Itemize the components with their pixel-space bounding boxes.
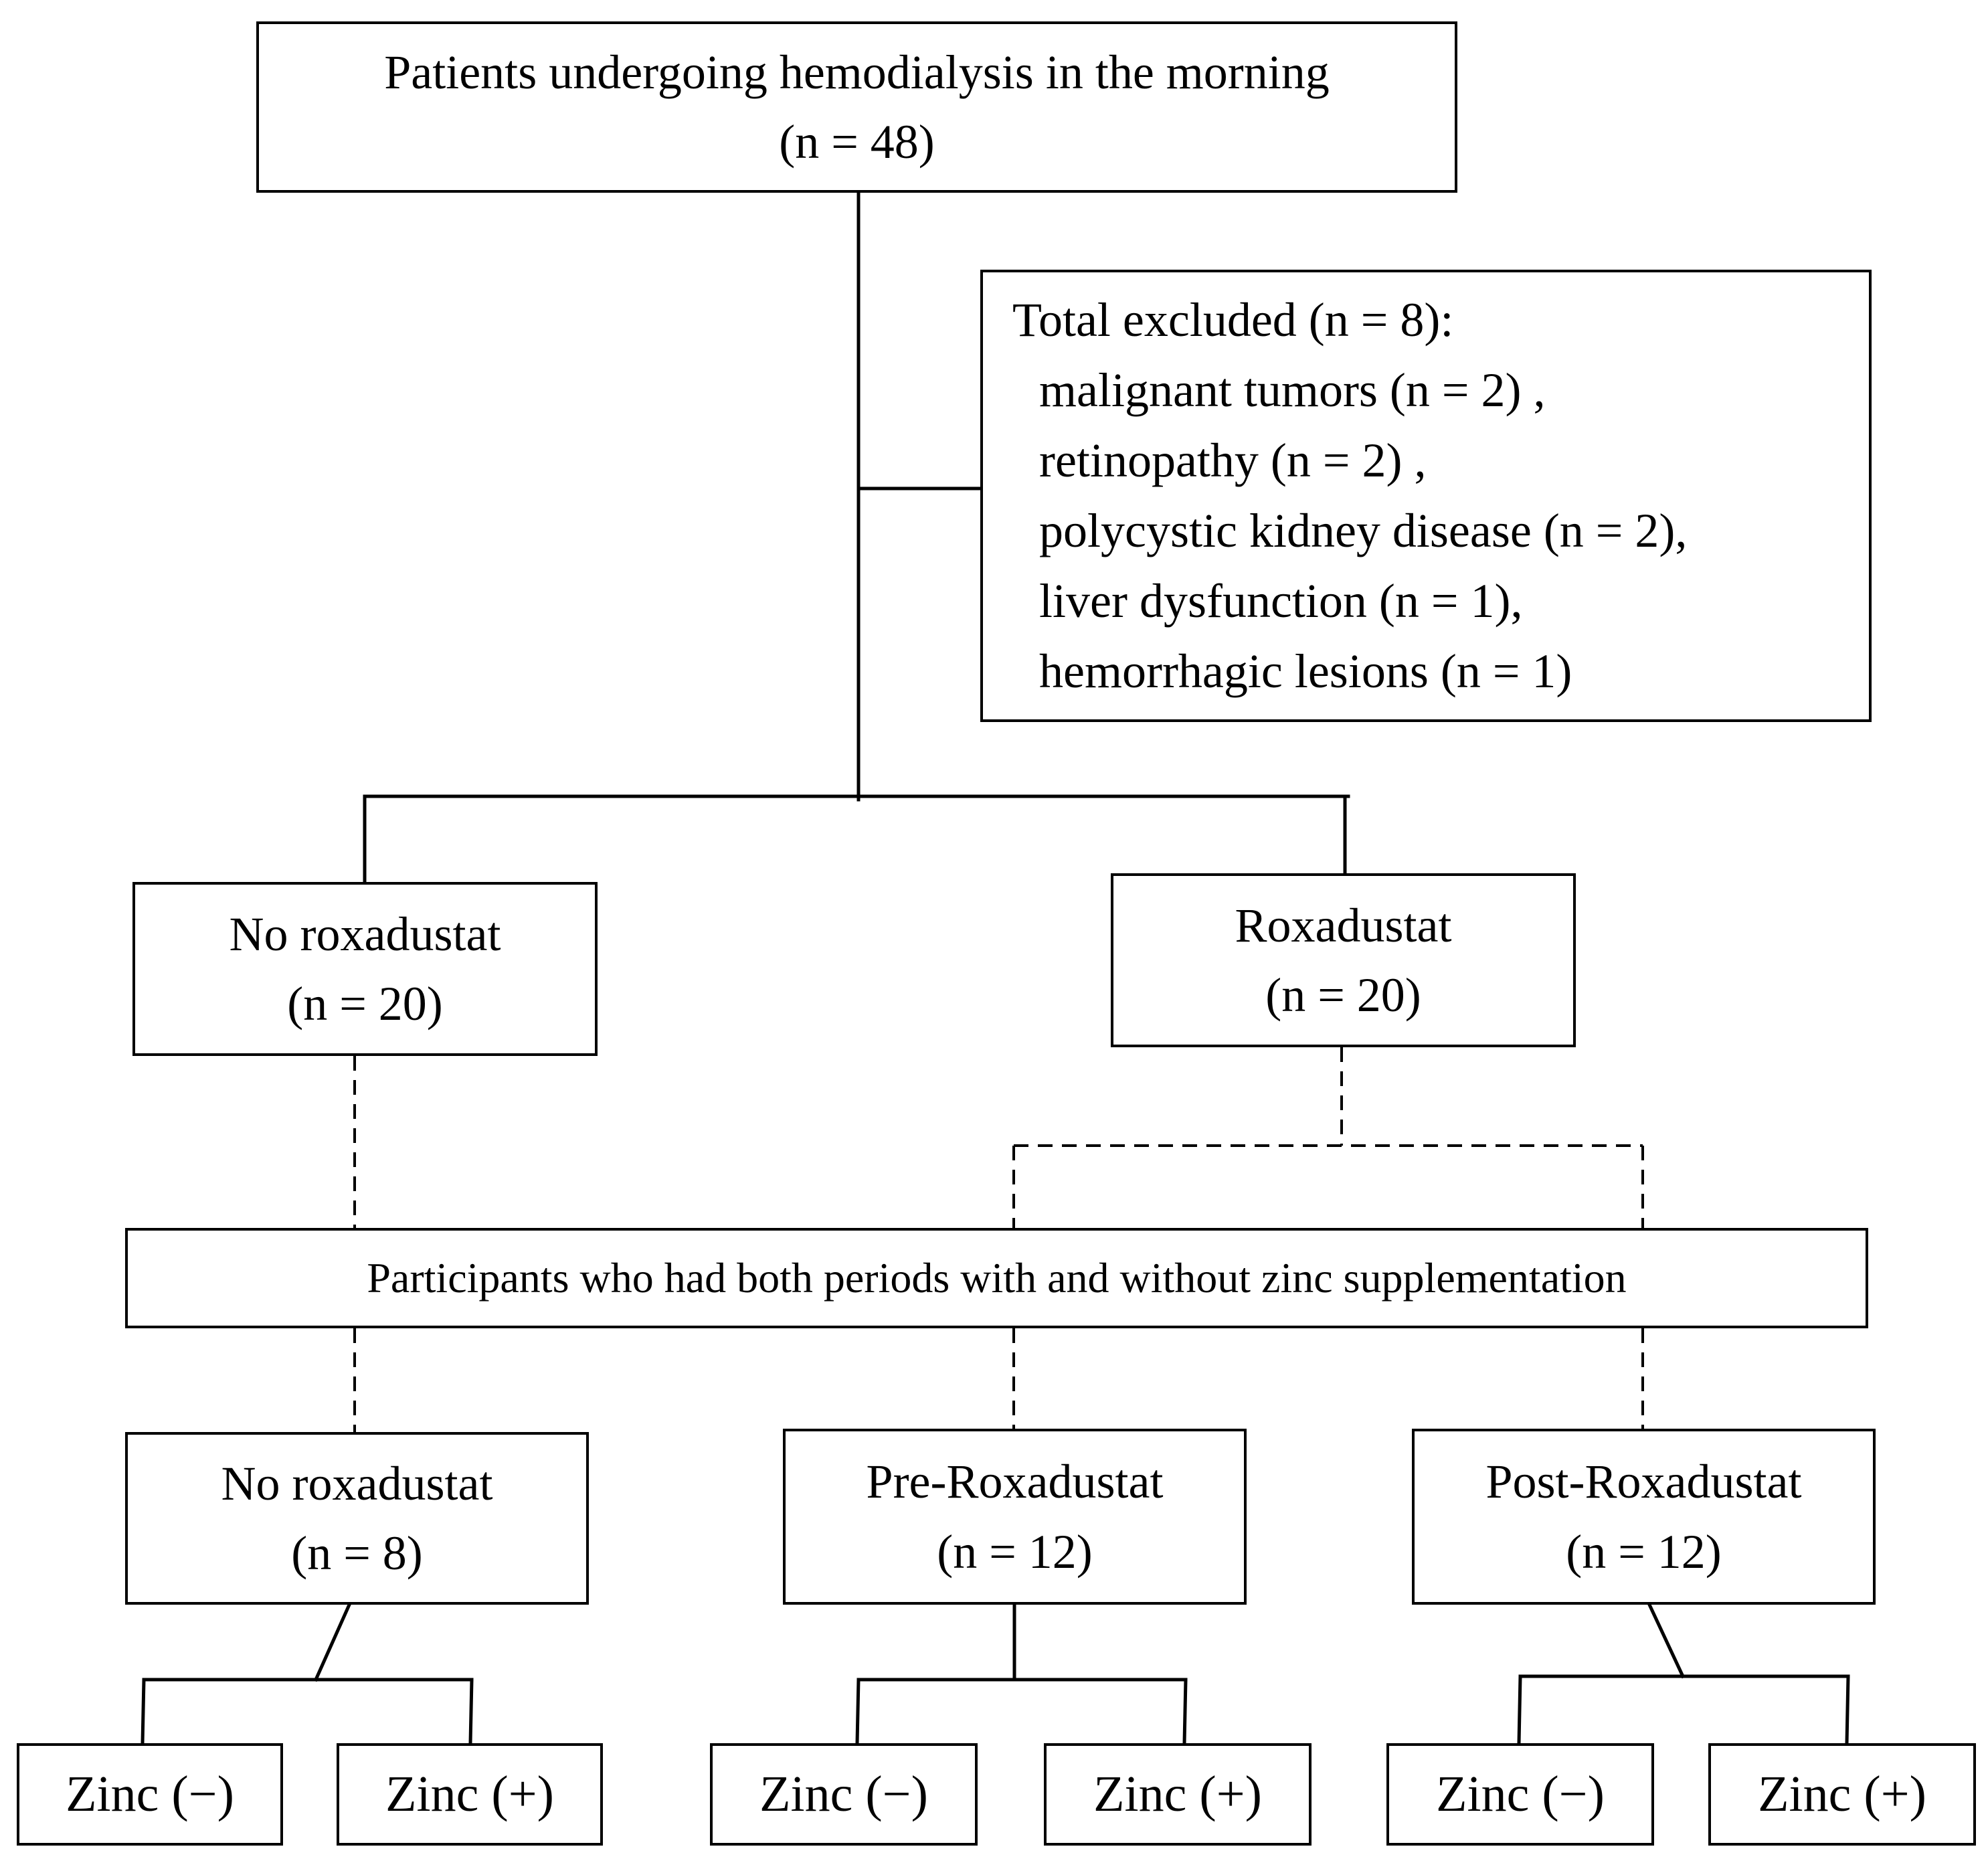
excluded-item: liver dysfunction (n = 1), <box>1039 574 1523 628</box>
excluded-item: malignant tumors (n = 2) , <box>1039 363 1546 417</box>
subgroup-label: No roxadustat <box>221 1456 493 1510</box>
no-rox-zinc-stem <box>313 1602 352 1682</box>
post-rox-zinc-plus-box: Zinc (+) <box>1708 1743 1976 1846</box>
no-roxadustat-subgroup-box: No roxadustat (n = 8) <box>125 1432 589 1605</box>
excluded-item: retinopathy (n = 2) , <box>1039 433 1427 487</box>
pre-rox-zinc-plus-box: Zinc (+) <box>1044 1743 1312 1846</box>
post-rox-zinc-minus-drop <box>1517 1674 1522 1745</box>
no-rox-zinc-plus-drop <box>468 1678 474 1745</box>
group-label: No roxadustat <box>229 907 501 961</box>
subgroup-count: (n = 12) <box>1566 1524 1722 1579</box>
subgroup-label: Post-Roxadustat <box>1485 1455 1802 1509</box>
pre-rox-zinc-minus-drop <box>855 1678 861 1745</box>
no-rox-zinc-minus-box: Zinc (−) <box>17 1743 283 1846</box>
post-rox-zinc-minus-box: Zinc (−) <box>1386 1743 1654 1846</box>
roxadustat-group-box: Roxadustat (n = 20) <box>1111 873 1576 1047</box>
no-roxadustat-group-box: No roxadustat (n = 20) <box>132 882 598 1056</box>
start-label: Patients undergoing hemodialysis in the … <box>384 45 1330 99</box>
no-rox-zinc-minus-drop <box>141 1678 146 1745</box>
post-rox-zinc-plus-drop <box>1845 1674 1850 1745</box>
zinc-minus-label: Zinc (−) <box>1436 1766 1605 1823</box>
post-rox-zinc-stem <box>1647 1602 1686 1679</box>
zinc-minus-label: Zinc (−) <box>759 1766 928 1823</box>
pre-roxadustat-subgroup-box: Pre-Roxadustat (n = 12) <box>783 1429 1247 1605</box>
zinc-minus-label: Zinc (−) <box>66 1766 234 1823</box>
no-rox-zinc-plus-box: Zinc (+) <box>337 1743 603 1846</box>
group-label: Roxadustat <box>1235 898 1452 952</box>
excluded-item: polycystic kidney disease (n = 2), <box>1039 504 1688 557</box>
zinc-plus-label: Zinc (+) <box>385 1766 554 1823</box>
pre-rox-zinc-plus-drop <box>1182 1678 1188 1745</box>
excluded-box: Total excluded (n = 8): malignant tumors… <box>980 270 1872 722</box>
excluded-item: hemorrhagic lesions (n = 1) <box>1039 644 1572 699</box>
participants-label: Participants who had both periods with a… <box>367 1253 1627 1302</box>
subgroup-count: (n = 12) <box>937 1524 1093 1579</box>
zinc-plus-label: Zinc (+) <box>1093 1766 1262 1823</box>
start-box: Patients undergoing hemodialysis in the … <box>256 21 1457 193</box>
group-count: (n = 20) <box>1265 968 1421 1022</box>
subgroup-count: (n = 8) <box>291 1526 423 1580</box>
start-count: (n = 48) <box>779 115 935 169</box>
post-roxadustat-subgroup-box: Post-Roxadustat (n = 12) <box>1412 1429 1876 1605</box>
participants-box: Participants who had both periods with a… <box>125 1228 1868 1328</box>
subgroup-label: Pre-Roxadustat <box>866 1455 1164 1509</box>
excluded-title: Total excluded (n = 8): <box>1012 292 1454 347</box>
group-count: (n = 20) <box>287 977 443 1031</box>
pre-rox-zinc-minus-box: Zinc (−) <box>710 1743 978 1846</box>
zinc-plus-label: Zinc (+) <box>1758 1766 1926 1823</box>
